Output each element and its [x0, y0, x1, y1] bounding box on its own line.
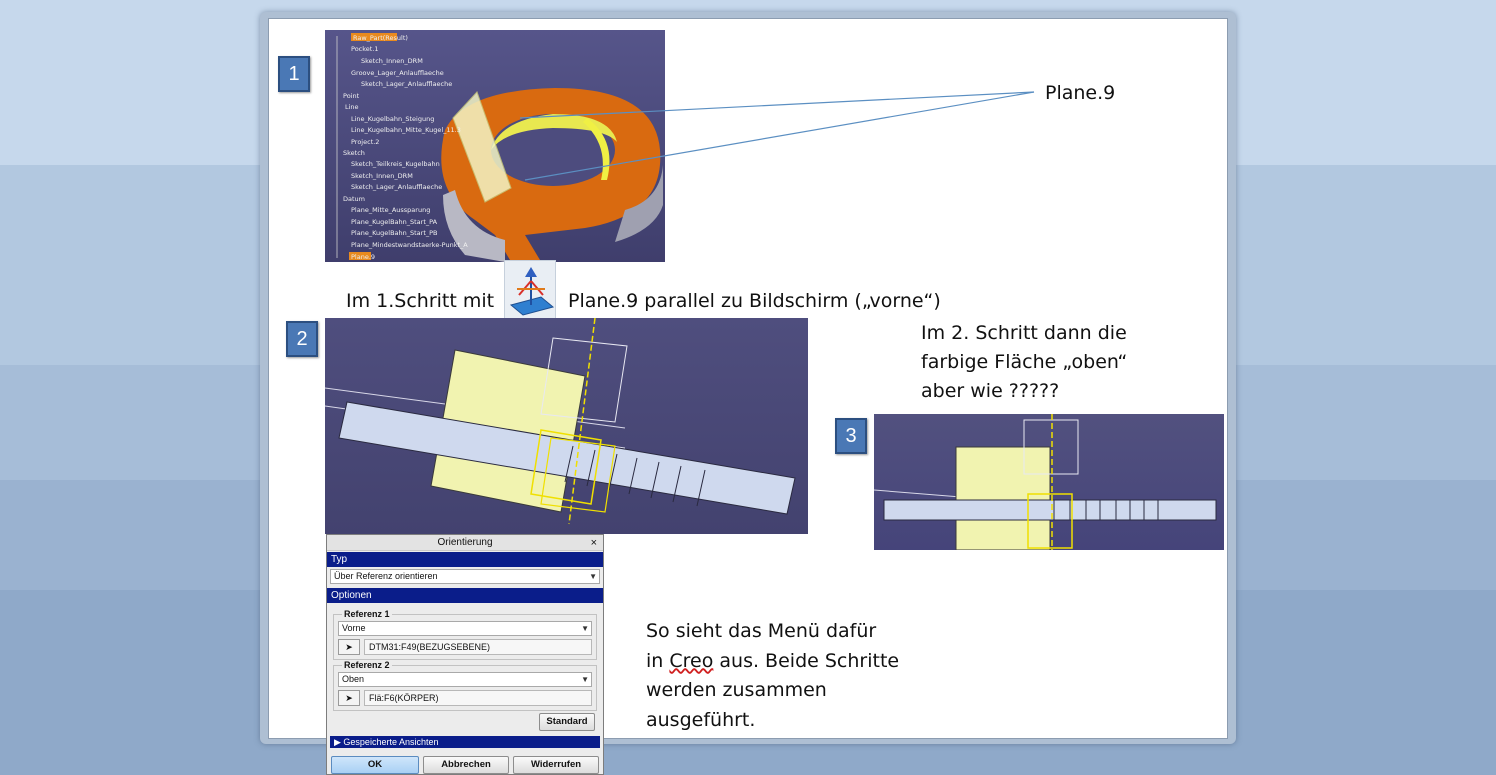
step-badge-3: 3 [835, 418, 867, 454]
tree-item-5[interactable]: Point [343, 92, 360, 100]
select-arrow-icon[interactable]: ➤ [338, 639, 360, 655]
tree-item-2[interactable]: Sketch_Innen_DRM [361, 57, 423, 65]
reference-1-title: Referenz 1 [342, 609, 392, 619]
tree-item-17[interactable]: Plane_KugelBahn_Start_PB [351, 229, 438, 237]
menu-caption-line4: ausgeführt. [646, 708, 756, 731]
typ-select-value: Über Referenz orientieren [334, 571, 438, 581]
typ-select[interactable]: Über Referenz orientieren ▼ [330, 569, 600, 584]
plane-9-shape [452, 91, 512, 203]
dialog-title-bar: Orientierung × [327, 535, 603, 551]
spec-tree: Raw_Part(Result) Pocket.1 Sketch_Innen_D… [336, 33, 468, 261]
ok-button[interactable]: OK [331, 756, 419, 774]
menu-caption-line1: So sieht das Menü dafür [646, 620, 877, 642]
chevron-down-icon: ▼ [589, 572, 597, 581]
typ-header: Typ [327, 552, 603, 567]
reference-2-title: Referenz 2 [342, 660, 392, 670]
tree-item-14[interactable]: Datum [343, 195, 365, 203]
tree-item-13[interactable]: Sketch_Lager_Anlaufflaeche [351, 183, 442, 191]
reference-1-group: Referenz 1 Vorne ▼ ➤ DTM31:F49(BEZUGSEBE… [333, 609, 597, 660]
reference-1-select[interactable]: Vorne ▼ [338, 621, 592, 636]
undo-button[interactable]: Widerrufen [513, 756, 599, 774]
tree-item-12[interactable]: Sketch_Innen_DRM [351, 172, 413, 180]
plane-orientation-icon [504, 260, 556, 322]
step1-caption-suffix: Plane.9 parallel zu Bildschirm („vorne“) [568, 290, 941, 312]
step1-caption-prefix: Im 1.Schritt mit [346, 290, 495, 312]
saved-views-header[interactable]: ▶ Gespeicherte Ansichten [330, 736, 600, 748]
tree-item-19[interactable]: Plane.9 [351, 253, 375, 261]
orientation-dialog: Orientierung × Typ Über Referenz orienti… [326, 534, 604, 775]
menu-caption-line2b: aus. Beide Schritte [713, 649, 900, 672]
step2-caption: Im 2. Schritt dann die farbige Fläche „o… [921, 319, 1127, 406]
reference-2-field[interactable]: Flä:F6(KÖRPER) [364, 690, 592, 706]
standard-button[interactable]: Standard [539, 713, 595, 731]
chevron-down-icon: ▼ [581, 624, 589, 633]
tree-item-11[interactable]: Sketch_Teilkreis_Kugelbahn [351, 160, 440, 168]
tree-item-7[interactable]: Line_Kugelbahn_Steigung [351, 115, 434, 123]
step2-caption-line1: Im 2. Schritt dann die [921, 322, 1127, 344]
step-badge-1: 1 [278, 56, 310, 92]
cad-view-2-graphics [325, 318, 796, 525]
tree-item-18[interactable]: Plane_Mindestwandstaerke-Punkt_A [351, 241, 468, 249]
cad-view-3 [874, 414, 1224, 550]
tree-item-6[interactable]: Line [345, 103, 359, 111]
cancel-button[interactable]: Abbrechen [423, 756, 509, 774]
step-badge-2: 2 [286, 321, 318, 357]
tree-item-3[interactable]: Groove_Lager_Anlaufflaeche [351, 69, 444, 77]
cad-view-2 [325, 318, 808, 534]
reference-2-group: Referenz 2 Oben ▼ ➤ Flä:F6(KÖRPER) [333, 660, 597, 711]
select-arrow-icon[interactable]: ➤ [338, 690, 360, 706]
plane-label: Plane.9 [1045, 82, 1116, 104]
saved-views-label: Gespeicherte Ansichten [343, 737, 439, 747]
tree-item-1[interactable]: Pocket.1 [351, 45, 379, 53]
step2-caption-line2: farbige Fläche „oben“ [921, 351, 1128, 373]
tree-item-16[interactable]: Plane_KugelBahn_Start_PA [351, 218, 438, 226]
tree-item-selected-bg-2 [349, 252, 371, 260]
plane-orientation-icon-graphic [509, 267, 555, 316]
tree-item-4[interactable]: Sketch_Lager_Anlaufflaeche [361, 80, 452, 88]
menu-caption-line2: in Creo aus. Beide Schritte [646, 647, 899, 677]
cad-view-3-graphics [874, 414, 1217, 550]
reference-2-value: Oben [342, 674, 365, 684]
creo-word: Creo [669, 649, 714, 672]
cad-view-1: Raw_Part(Result) Pocket.1 Sketch_Innen_D… [325, 30, 665, 262]
options-header: Optionen [327, 588, 603, 603]
close-icon[interactable]: × [590, 537, 597, 549]
triangle-right-icon: ▶ [334, 737, 344, 747]
menu-caption-line2a: in [646, 649, 670, 672]
tree-item-selected-bg [351, 33, 397, 41]
tree-item-8[interactable]: Line_Kugelbahn_Mitte_Kugel_11.3 [351, 126, 461, 134]
reference-2-select[interactable]: Oben ▼ [338, 672, 592, 687]
chevron-down-icon: ▼ [581, 675, 589, 684]
reference-1-value: Vorne [342, 623, 366, 633]
menu-caption: So sieht das Menü dafür in Creo aus. Bei… [646, 617, 899, 735]
step2-caption-line3: aber wie ????? [921, 380, 1060, 402]
part-ring [441, 88, 663, 262]
tree-item-15[interactable]: Plane_Mitte_Aussparung [351, 206, 430, 214]
tree-item-9[interactable]: Project.2 [351, 138, 379, 146]
tree-item-10[interactable]: Sketch [343, 149, 365, 157]
tree-item-0[interactable]: Raw_Part(Result) [353, 34, 408, 42]
menu-caption-line3: werden zusammen [646, 679, 827, 701]
dialog-title: Orientierung [437, 537, 493, 548]
cad-view-1-graphics: Raw_Part(Result) Pocket.1 Sketch_Innen_D… [336, 33, 663, 262]
reference-1-field[interactable]: DTM31:F49(BEZUGSEBENE) [364, 639, 592, 655]
